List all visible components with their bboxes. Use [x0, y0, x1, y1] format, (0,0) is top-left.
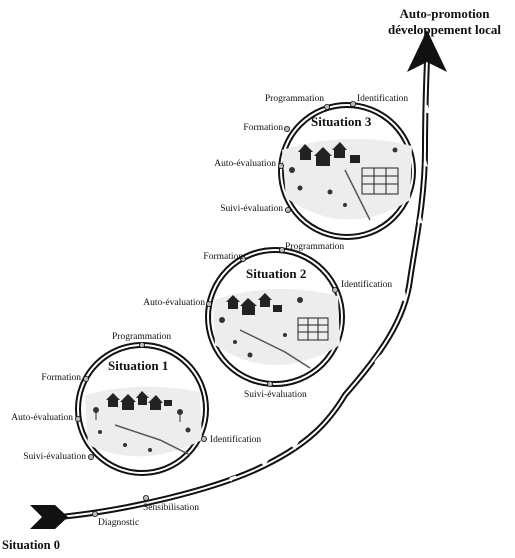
path-chevrons — [229, 104, 430, 482]
goal-line-1: Auto-promotion — [399, 6, 490, 21]
s1-auto-evaluation-label: Auto-évaluation — [11, 413, 73, 423]
situation-2-loop — [205, 246, 345, 387]
s3-formation-label: Formation — [243, 123, 283, 133]
situation-3-title: Situation 3 — [311, 114, 372, 129]
s2-identification-label: Identification — [341, 280, 393, 290]
s1-identification-label: Identification — [210, 435, 262, 445]
s2-suivi-evaluation-label: Suivi-évaluation — [244, 390, 307, 400]
s3-identification-label: Identification — [357, 94, 409, 104]
situation-3-nodes — [277, 101, 356, 213]
goal-line-2: développement local — [388, 21, 502, 37]
s3-suivi-evaluation-label: Suivi-évaluation — [220, 204, 283, 214]
s3-auto-evaluation-label: Auto-évaluation — [214, 159, 276, 169]
situation-1-nodes — [75, 341, 207, 517]
village-illustration-3 — [282, 138, 412, 221]
situation-1-title: Situation 1 — [108, 358, 169, 373]
s1-sensibilisation-label: Sensibilisation — [143, 503, 199, 513]
s1-suivi-evaluation-label: Suivi-évaluation — [23, 452, 86, 462]
situation-0-label: Situation 0 — [2, 538, 61, 552]
s3-programmation-label: Programmation — [264, 94, 324, 104]
s1-programmation-label: Programmation — [112, 332, 172, 342]
end-arrowhead — [407, 30, 447, 72]
village-illustration-1 — [85, 386, 202, 457]
situation-2-nodes — [205, 246, 338, 387]
s2-formation-label: Formation — [203, 252, 243, 262]
s2-auto-evaluation-label: Auto-évaluation — [143, 298, 205, 308]
goal-title: Auto-promotion développement local — [388, 6, 501, 37]
situation-2-title: Situation 2 — [246, 266, 307, 281]
progress-path — [57, 57, 430, 520]
start-arrow — [30, 505, 68, 529]
situation-3-loop — [277, 101, 416, 240]
s1-formation-label: Formation — [41, 373, 81, 383]
s1-diagnostic-label: Diagnostic — [98, 518, 140, 528]
situation-1-loop — [75, 341, 209, 517]
village-illustration-2 — [213, 288, 340, 369]
s2-programmation-label: Programmation — [285, 242, 345, 252]
